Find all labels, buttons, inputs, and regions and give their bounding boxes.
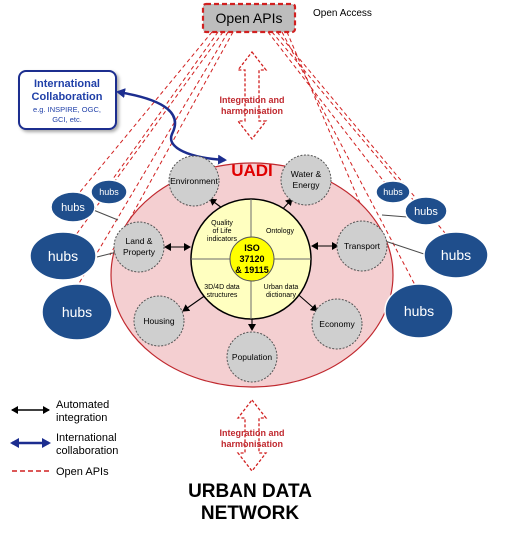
domain-water-energy-line1: Water & (291, 169, 322, 179)
collaboration-title-line1: International (34, 78, 100, 90)
quadrant-3d4d-line2: structures (207, 292, 238, 299)
hub-left-medium[interactable]: hubs (29, 231, 97, 281)
open-apis-box[interactable]: Open APIs (201, 2, 297, 34)
legend-automated-line2: integration (56, 412, 107, 424)
domain-housing-label: Housing (143, 316, 174, 326)
domain-population[interactable]: Population (226, 331, 278, 383)
domain-transport-label: Transport (344, 241, 381, 251)
hub-label: hubs (441, 247, 471, 263)
hub-label: hubs (99, 187, 119, 197)
iso-line3: & 19115 (235, 265, 269, 275)
domain-water-energy[interactable]: Water & Energy (280, 154, 332, 206)
hub-left-large[interactable]: hubs (41, 283, 113, 341)
domain-population-label: Population (232, 352, 272, 362)
domain-environment[interactable]: Environment (168, 155, 220, 207)
legend-open-apis-label: Open APIs (56, 466, 109, 478)
iso-line2: 37120 (239, 254, 264, 264)
hub-right-small[interactable]: hubs (404, 196, 448, 226)
quadrant-3d4d-line1: 3D/4D data (204, 284, 240, 291)
legend-international-line1: International (56, 432, 117, 444)
domain-land-property[interactable]: Land & Property (113, 221, 165, 273)
legend: Automated integration International coll… (10, 399, 118, 478)
hub-label: hubs (61, 202, 85, 214)
domain-economy[interactable]: Economy (311, 298, 363, 350)
collaboration-title-line2: Collaboration (32, 91, 103, 103)
domain-water-energy-line2: Energy (293, 180, 321, 190)
open-access-note: Open Access (313, 8, 372, 19)
hub-label: hubs (404, 303, 434, 319)
hub-label: hubs (62, 304, 92, 320)
iso-circle (229, 236, 275, 282)
hub-left-tiny[interactable]: hubs (90, 179, 128, 205)
quadrant-quality-line2: of Life (212, 228, 231, 235)
hub-right-medium[interactable]: hubs (423, 231, 489, 279)
quadrant-quality-line3: indicators (207, 236, 237, 243)
hub-label: hubs (383, 187, 403, 197)
legend-international-line2: collaboration (56, 445, 118, 457)
quadrant-dictionary-line1: Urban data (264, 284, 299, 291)
domain-environment-label: Environment (170, 176, 218, 186)
collaboration-examples-line1: e.g. INSPIRE, OGC, (33, 105, 101, 114)
hub-right-large[interactable]: hubs (384, 283, 454, 339)
legend-automated-line1: Automated (56, 399, 109, 411)
domain-transport[interactable]: Transport (336, 220, 388, 272)
integration-top-line2: harmonisation (221, 106, 283, 116)
hub-right-tiny[interactable]: hubs (375, 180, 411, 204)
integration-top-line1: Integration and (220, 95, 285, 105)
integration-arrow-top: Integration and harmonisation (220, 50, 285, 141)
open-apis-label: Open APIs (216, 10, 283, 26)
collaboration-examples-line2: GCI, etc. (52, 115, 82, 124)
uadi-label[interactable]: UADI (231, 161, 273, 180)
quadrant-dictionary-line2: dictionary (266, 292, 296, 299)
domain-land-property-line1: Land & (126, 236, 153, 246)
footer-title-line2: NETWORK (201, 503, 299, 524)
hub-label: hubs (48, 248, 78, 264)
integration-bottom-line2: harmonisation (221, 439, 283, 449)
hub-label: hubs (414, 206, 438, 218)
iso-line1: ISO (244, 243, 260, 253)
domain-housing[interactable]: Housing (133, 295, 185, 347)
quadrant-ontology: Ontology (266, 228, 295, 235)
quadrant-quality-line1: Quality (211, 220, 233, 227)
domain-economy-label: Economy (319, 319, 355, 329)
footer-title-line1: URBAN DATA (188, 481, 312, 502)
hub-left-small[interactable]: hubs (50, 191, 96, 223)
international-collaboration-box[interactable]: International Collaboration e.g. INSPIRE… (18, 70, 117, 130)
integration-bottom-line1: Integration and (220, 428, 285, 438)
domain-land-property-line2: Property (123, 247, 156, 257)
integration-arrow-bottom: Integration and harmonisation (220, 398, 285, 473)
core-circle[interactable]: Quality of Life indicators Ontology 3D/4… (190, 198, 312, 320)
